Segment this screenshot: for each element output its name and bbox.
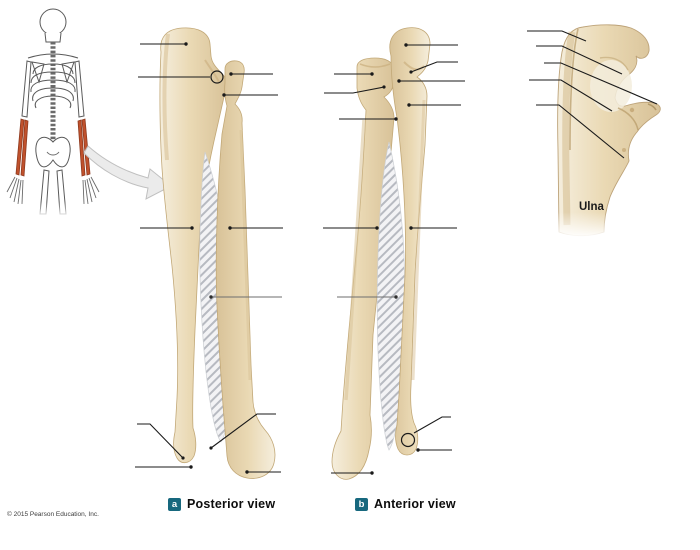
leader-line [536, 104, 625, 159]
leader-line [416, 448, 452, 452]
annotation-circle [210, 70, 224, 84]
leader-line [323, 226, 379, 230]
leader-line [536, 45, 623, 75]
leader-line [331, 471, 374, 475]
ulna-bone-label: Ulna [579, 201, 604, 213]
leader-line [140, 42, 188, 46]
posterior-leader-lines [135, 42, 283, 474]
leader-line [209, 295, 282, 299]
anterior-view-caption: b Anterior view [355, 497, 456, 511]
leader-line [334, 72, 374, 76]
leader-line [339, 117, 398, 121]
skeleton-locator-icon [4, 8, 108, 218]
leader-line [324, 85, 386, 94]
leader-line [397, 79, 465, 83]
marker-a-badge: a [168, 497, 181, 511]
leader-line [337, 295, 398, 299]
leader-line [529, 79, 613, 112]
marker-b-badge: b [355, 497, 368, 511]
leader-line [404, 43, 458, 47]
leader-line [137, 423, 185, 460]
forearm-highlight [15, 118, 91, 177]
posterior-view-caption-text: Posterior view [187, 497, 276, 511]
closeup-leader-lines [527, 30, 658, 159]
anterior-interosseous-membrane [376, 141, 406, 451]
leader-line [138, 70, 224, 84]
anterior-leader-lines [323, 43, 465, 475]
leader-line [527, 30, 587, 42]
posterior-view-caption: a Posterior view [168, 497, 275, 511]
leader-line [229, 72, 273, 76]
leader-line [400, 416, 451, 448]
leader-line [135, 465, 193, 469]
leader-line [409, 61, 458, 74]
leader-line [140, 226, 194, 230]
leader-line [544, 62, 658, 105]
ulna-closeup-bone [552, 24, 661, 238]
annotation-circle [400, 432, 416, 448]
posterior-ulna-bone [159, 27, 228, 464]
zoom-arrow-icon [83, 145, 172, 200]
anterior-ulna-bone [389, 27, 431, 456]
leader-line [407, 103, 461, 107]
copyright-text: © 2015 Pearson Education, Inc. [7, 511, 99, 518]
leader-line [245, 470, 281, 474]
leader-line [222, 93, 278, 97]
leader-line [209, 413, 276, 450]
anterior-view-bones [331, 27, 431, 480]
anterior-view-caption-text: Anterior view [374, 497, 456, 511]
leader-line [409, 226, 457, 230]
leader-line [228, 226, 283, 230]
